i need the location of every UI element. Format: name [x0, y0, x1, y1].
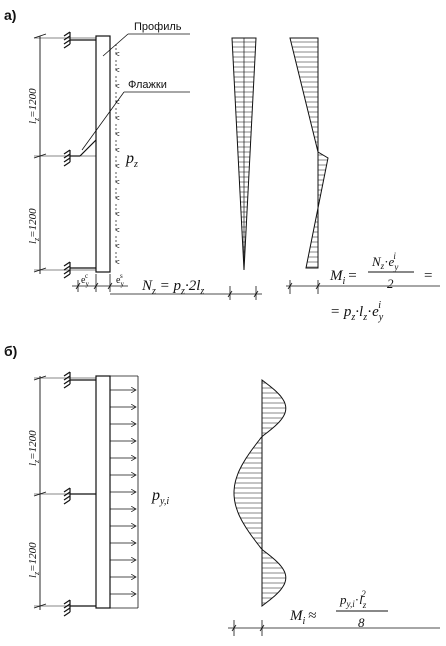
part-a-ecc-right-label: eys: [116, 272, 124, 288]
part-a-dim-bottom-label: lz=1200: [27, 208, 41, 244]
part-b-support-middle: [63, 487, 96, 505]
part-a-support-bottom: [63, 261, 96, 279]
part-a-moment-diagram: [289, 37, 329, 269]
part-b-dim-bottom-label: lz=1200: [27, 542, 41, 578]
part-a-dim-top-label: lz=1200: [27, 88, 41, 124]
part-b-diagram-dim-marks: [228, 620, 440, 636]
part-b-load-label: py,i: [151, 487, 169, 507]
part-b-dim-top-label: lz=1200: [27, 430, 41, 466]
part-b-support-bottom: [63, 599, 96, 617]
part-b-dimension-line: [33, 375, 96, 610]
part-b-load-arrows: [110, 375, 139, 609]
part-a-callout-profile: [102, 33, 190, 57]
svg-text:Mi≈: Mi≈: [289, 608, 317, 627]
part-a-callout-profile-text: Профиль: [134, 21, 182, 33]
part-a-normal-force-formula: Nz = pz·2lz: [141, 278, 204, 297]
part-a-profile-column: [95, 35, 111, 273]
part-b-support-top: [63, 371, 96, 389]
part-a-support-middle: [63, 139, 97, 167]
svg-text:=: =: [424, 268, 432, 284]
svg-text:2: 2: [387, 276, 394, 291]
svg-text:8: 8: [358, 615, 365, 630]
part-a-support-top: [63, 31, 96, 49]
part-b-profile-column: [95, 375, 111, 609]
part-a-diagram-dim-marks: [110, 280, 440, 300]
svg-text:py,i·lz2: py,i·lz2: [339, 589, 367, 610]
part-a-ecc-left-label: eyc: [81, 272, 89, 288]
part-a-normal-force-diagram: [231, 37, 257, 271]
svg-text:Nz·eyi: Nz·eyi: [371, 251, 398, 272]
part-a-label: а): [4, 7, 16, 23]
part-a-callout-flags-text: Флажки: [128, 79, 167, 91]
part-a-load-label: pz: [125, 150, 138, 170]
part-a-eccentricity-dimension: [72, 274, 128, 292]
part-a-dimension-line: [33, 33, 96, 274]
svg-text:= pz·lz·eyi: = pz·lz·eyi: [330, 300, 384, 323]
svg-text:Mi=: Mi=: [329, 268, 357, 287]
part-b-moment-diagram: [233, 378, 287, 608]
part-a-callout-flags: [81, 91, 190, 151]
part-b-label: б): [4, 343, 17, 359]
part-a-moment-formula: Mi= Nz·eyi 2 = = pz·lz·eyi: [329, 251, 432, 323]
part-b-moment-formula: Mi≈ py,i·lz2 8: [289, 589, 388, 630]
